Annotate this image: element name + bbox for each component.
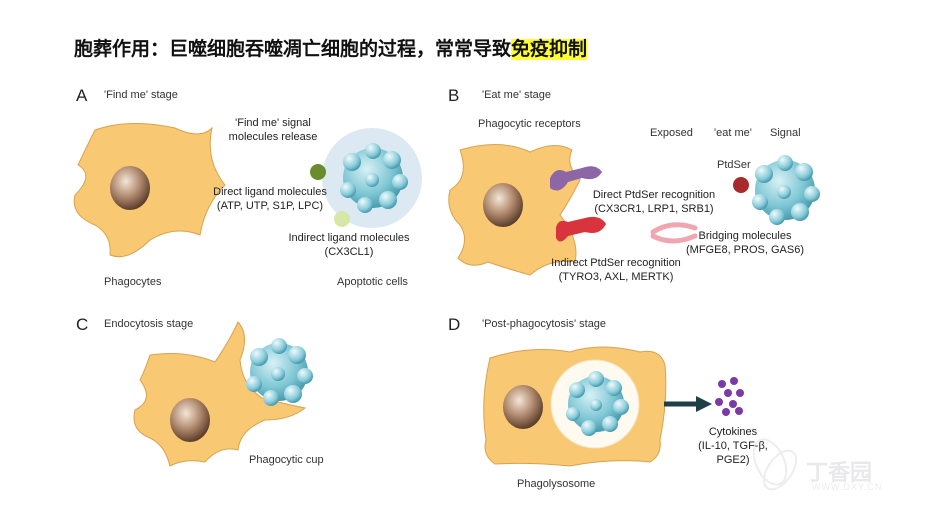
apoptotic-cell-c bbox=[246, 338, 313, 406]
signal-label: Signal bbox=[770, 127, 801, 139]
nucleus-a bbox=[110, 166, 150, 210]
page-title: 胞葬作用：巨噬细胞吞噬凋亡细胞的过程，常常导致免疫抑制 bbox=[74, 34, 588, 61]
nucleus-d bbox=[503, 385, 543, 429]
ptdser-dot bbox=[733, 177, 749, 193]
bridging-line-1: Bridging molecules bbox=[698, 230, 792, 242]
direct-ligand-line-2: (ATP, UTP, S1P, LPC) bbox=[216, 200, 324, 212]
indirect-recognition-label: Indirect PtdSer recognition (TYRO3, AXL,… bbox=[540, 256, 692, 284]
eat-me-label: 'eat me' bbox=[714, 127, 752, 139]
apoptotic-cell-a bbox=[340, 143, 408, 213]
apoptotic-cell-b bbox=[752, 155, 820, 225]
secretion-arrow bbox=[664, 396, 712, 412]
direct-receptor bbox=[550, 166, 602, 191]
panel-d-letter: D bbox=[448, 315, 461, 334]
indirect-ligand-line-1: Indirect ligand molecules bbox=[288, 232, 410, 244]
signal-release-line-2: molecules release bbox=[228, 131, 318, 143]
bridging-molecule bbox=[650, 222, 698, 244]
phagocytes-label: Phagocytes bbox=[104, 276, 162, 288]
watermark-url: WWW.DXY.CN bbox=[812, 482, 883, 492]
panel-b-letter: B bbox=[448, 86, 460, 105]
nucleus-b bbox=[483, 183, 523, 227]
panel-d-graphics bbox=[483, 346, 744, 467]
indirect-recognition-line-1: Indirect PtdSer recognition bbox=[551, 257, 681, 269]
cytokines-line-2: (IL-10, TGF-β, bbox=[698, 440, 768, 452]
direct-recognition-line-2: (CX3CR1, LRP1, SRB1) bbox=[594, 203, 714, 215]
bridging-molecules-label: Bridging molecules (MFGE8, PROS, GAS6) bbox=[680, 229, 810, 257]
phagocytic-receptors-label: Phagocytic receptors bbox=[478, 118, 581, 130]
indirect-ligand-dot bbox=[334, 211, 350, 227]
apoptotic-cells-label: Apoptotic cells bbox=[337, 276, 408, 288]
signal-release-label: 'Find me' signal molecules release bbox=[214, 116, 332, 144]
direct-recognition-line-1: Direct PtdSer recognition bbox=[592, 189, 716, 201]
title-highlight: 免疫抑制 bbox=[511, 39, 588, 60]
bridging-line-2: (MFGE8, PROS, GAS6) bbox=[686, 244, 804, 256]
phagocytic-cup-label: Phagocytic cup bbox=[249, 454, 324, 466]
direct-ligand-label: Direct ligand molecules (ATP, UTP, S1P, … bbox=[207, 185, 333, 213]
indirect-ligand-label: Indirect ligand molecules (CX3CL1) bbox=[283, 231, 415, 259]
indirect-ligand-line-2: (CX3CL1) bbox=[324, 246, 374, 258]
direct-ligand-dot bbox=[310, 164, 326, 180]
panel-b-stage: 'Eat me' stage bbox=[482, 89, 552, 101]
apoptotic-cell-d bbox=[566, 371, 629, 436]
panel-a-graphics bbox=[73, 123, 422, 258]
cytokine-dots bbox=[715, 377, 744, 416]
direct-ligand-line-1: Direct ligand molecules bbox=[213, 186, 327, 198]
panel-b-graphics bbox=[448, 143, 820, 276]
cytokines-line-3: PGE2) bbox=[716, 454, 750, 466]
direct-recognition-label: Direct PtdSer recognition (CX3CR1, LRP1,… bbox=[583, 188, 725, 216]
panel-d-stage: 'Post-phagocytosis' stage bbox=[482, 318, 607, 330]
cytokines-line-1: Cytokines bbox=[708, 426, 758, 438]
panel-c-letter: C bbox=[76, 315, 89, 334]
signal-release-line-1: 'Find me' signal bbox=[235, 117, 311, 129]
indirect-receptor bbox=[556, 216, 606, 242]
watermark-logo-icon bbox=[752, 438, 797, 491]
nucleus-c bbox=[170, 398, 210, 442]
watermark-text: 丁香园 bbox=[806, 460, 873, 485]
panel-c-graphics bbox=[133, 321, 313, 467]
panel-c-stage: Endocytosis stage bbox=[104, 318, 194, 330]
exposed-label: Exposed bbox=[650, 127, 693, 139]
phagolysosome-label: Phagolysosome bbox=[517, 478, 596, 490]
ptdser-label: PtdSer bbox=[717, 159, 751, 171]
indirect-recognition-line-2: (TYRO3, AXL, MERTK) bbox=[558, 271, 674, 283]
cytokines-label: Cytokines (IL-10, TGF-β, PGE2) bbox=[692, 425, 774, 467]
panel-a-letter: A bbox=[76, 86, 88, 105]
panel-a-stage: 'Find me' stage bbox=[104, 89, 178, 101]
title-text: 胞葬作用：巨噬细胞吞噬凋亡细胞的过程，常常导致 bbox=[74, 39, 512, 60]
